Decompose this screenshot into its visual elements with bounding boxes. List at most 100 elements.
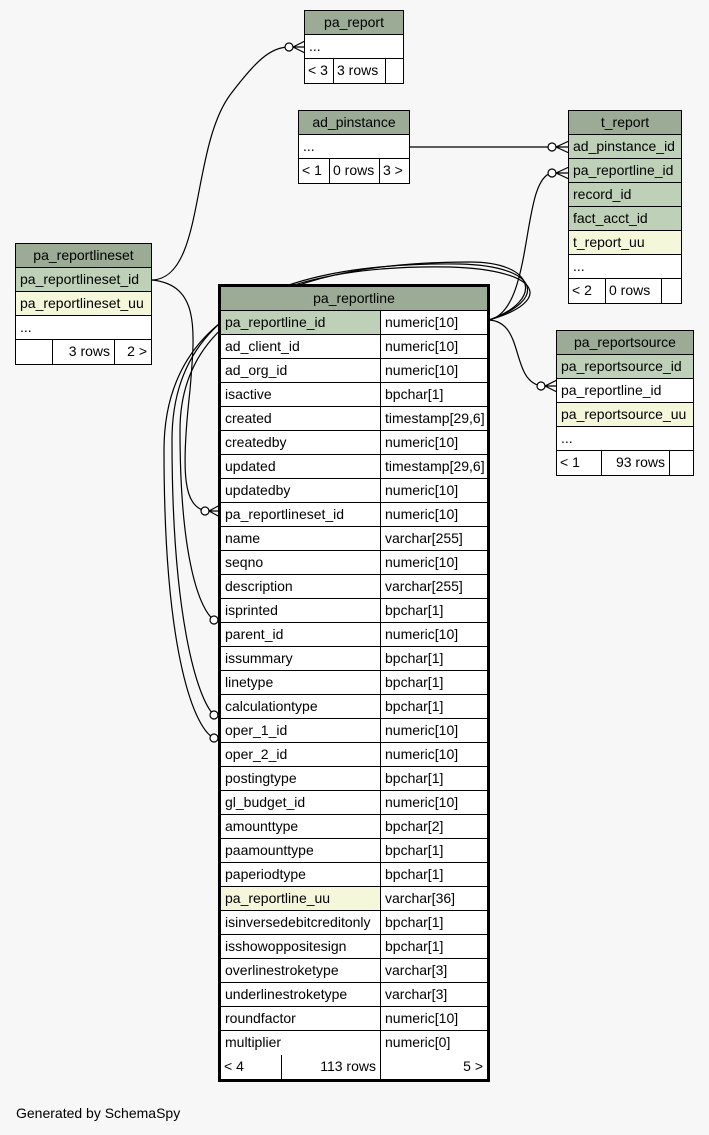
column-name: isinversedebitcreditonly xyxy=(225,914,371,930)
column-type: varchar[3] xyxy=(380,983,487,1006)
children-link[interactable]: 5 > xyxy=(380,1055,487,1079)
table-pa-report[interactable]: pa_report ... < 3 3 rows xyxy=(304,10,404,84)
column-type: numeric[10] xyxy=(380,431,487,454)
row-count: 113 rows xyxy=(281,1055,380,1079)
parents-link[interactable]: < 1 xyxy=(302,162,322,178)
edge-reportline-to-treport xyxy=(488,172,553,321)
column-row: linetype bpchar[1] xyxy=(221,671,487,695)
column-name: seqno xyxy=(225,554,264,570)
table-title: pa_reportline xyxy=(221,287,487,311)
column-name: description xyxy=(225,578,293,594)
row-count: 3 rows xyxy=(333,59,385,83)
column-name: ad_org_id xyxy=(225,362,288,378)
column-name: pa_reportline_uu xyxy=(221,887,380,910)
column-type: numeric[10] xyxy=(380,551,487,574)
table-pa-reportlineset[interactable]: pa_reportlineset pa_reportlineset_id pa_… xyxy=(15,243,152,365)
column-type: numeric[10] xyxy=(380,335,487,358)
column-type: numeric[10] xyxy=(380,791,487,814)
column-type: bpchar[1] xyxy=(380,839,487,862)
table-footer: < 1 93 rows xyxy=(557,451,693,475)
parents-link[interactable]: < 1 xyxy=(560,454,580,470)
generated-by-label: Generated by SchemaSpy xyxy=(16,1105,181,1121)
row-count: 0 rows xyxy=(329,159,379,183)
column-row: overlinestroketype varchar[3] xyxy=(221,959,487,983)
column-name: name xyxy=(225,530,261,546)
table-footer: < 4 113 rows 5 > xyxy=(221,1055,487,1079)
column-name: paperiodtype xyxy=(225,866,306,882)
table-ad-pinstance[interactable]: ad_pinstance ... < 1 0 rows 3 > xyxy=(298,110,410,184)
children-link[interactable]: 2 > xyxy=(114,340,151,364)
column-name: isshowoppositesign xyxy=(225,938,347,954)
row-count: 93 rows xyxy=(601,451,669,475)
children-link[interactable]: 3 > xyxy=(379,159,409,183)
parents-link[interactable]: < 3 xyxy=(308,62,328,78)
column-type: numeric[10] xyxy=(380,623,487,646)
parents-link[interactable]: < 2 xyxy=(572,282,592,298)
column-type: varchar[255] xyxy=(380,575,487,598)
column-name: updatedby xyxy=(225,482,291,498)
column-type: varchar[3] xyxy=(380,959,487,982)
column-type: bpchar[1] xyxy=(380,671,487,694)
parents-link[interactable] xyxy=(16,340,52,364)
column-name: parent_id xyxy=(225,626,284,642)
column-row: parent_id numeric[10] xyxy=(221,623,487,647)
column-type: bpchar[1] xyxy=(380,599,487,622)
column-name: ad_client_id xyxy=(225,338,300,354)
children-link[interactable] xyxy=(661,279,681,303)
edge-end-circle xyxy=(200,506,210,516)
column-row: paperiodtype bpchar[1] xyxy=(221,863,487,887)
column-type: numeric[10] xyxy=(380,479,487,502)
column-record-id: record_id xyxy=(573,186,632,202)
column-row: updated timestamp[29,6] xyxy=(221,455,487,479)
edge-end-circle xyxy=(209,733,219,743)
table-title: pa_reportlineset xyxy=(16,244,151,268)
column-type: bpchar[1] xyxy=(380,383,487,406)
table-pa-reportsource[interactable]: pa_reportsource pa_reportsource_id pa_re… xyxy=(556,330,694,476)
column-type: numeric[10] xyxy=(380,743,487,766)
column-type: bpchar[1] xyxy=(380,863,487,886)
column-type: timestamp[29,6] xyxy=(380,455,487,478)
column-name: isactive xyxy=(225,386,272,402)
edge-end-circle xyxy=(547,142,557,152)
column-name: overlinestroketype xyxy=(225,962,339,978)
column-pa-reportline-id: pa_reportline_id xyxy=(573,162,674,178)
column-pa-reportsource-uu: pa_reportsource_uu xyxy=(561,406,687,422)
more-columns: ... xyxy=(309,38,321,54)
edge-end-circle xyxy=(209,710,219,720)
edge-end-circle xyxy=(547,168,557,178)
row-count: 0 rows xyxy=(605,279,661,303)
table-t-report[interactable]: t_report ad_pinstance_id pa_reportline_i… xyxy=(568,110,682,304)
row-count: 3 rows xyxy=(52,340,114,364)
column-name: isprinted xyxy=(225,602,278,618)
column-pa-reportlineset-uu: pa_reportlineset_uu xyxy=(20,295,144,311)
column-name: linetype xyxy=(225,674,274,690)
children-link[interactable] xyxy=(385,59,403,83)
edge-end-circle xyxy=(209,615,219,625)
parents-link[interactable]: < 4 xyxy=(224,1058,244,1074)
column-name: calculationtype xyxy=(225,698,318,714)
column-name: oper_1_id xyxy=(225,722,288,738)
column-name: multiplier xyxy=(225,1034,282,1050)
edge-end-circle xyxy=(536,381,546,391)
edge-reportlineset-to-report xyxy=(151,46,290,281)
more-columns: ... xyxy=(303,138,315,154)
column-name: updated xyxy=(225,458,276,474)
edge-reportline-to-source xyxy=(488,319,542,387)
column-pa-reportline-id: pa_reportline_id xyxy=(561,382,662,398)
children-link[interactable] xyxy=(669,451,693,475)
